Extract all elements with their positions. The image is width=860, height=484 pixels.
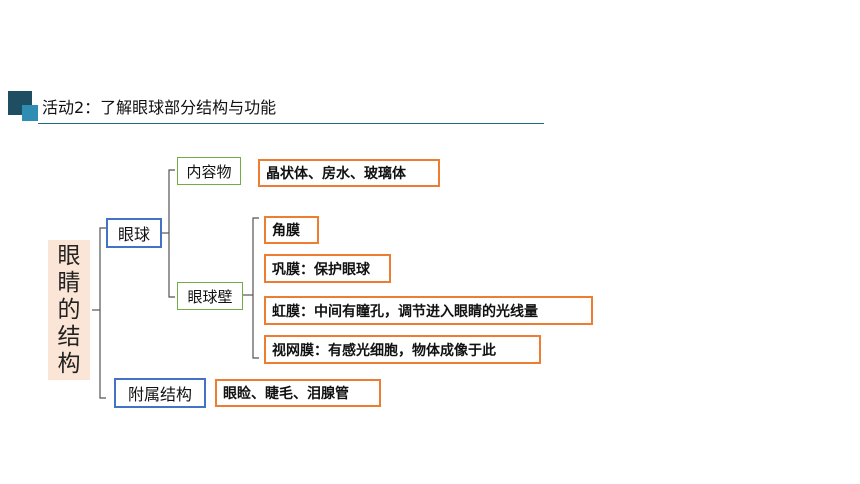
detail-iris-text: 虹膜：中间有瞳孔，调节进入眼睛的光线量 (272, 303, 538, 320)
node-accessory-structures: 附属结构 (114, 378, 206, 408)
detail-cornea-text: 角膜 (272, 223, 300, 239)
title-underline (38, 123, 544, 124)
detail-accessory-text: 眼睑、睫毛、泪腺管 (223, 386, 349, 402)
title-decoration-light (22, 105, 38, 121)
detail-cornea: 角膜 (264, 216, 319, 244)
slide-title: 活动2：了解眼球部分结构与功能 (42, 98, 277, 117)
root-label: 眼睛的结构 (57, 242, 81, 377)
detail-contents-text: 晶状体、房水、玻璃体 (266, 166, 406, 182)
node-eyeball-label: 眼球 (117, 225, 150, 244)
node-contents: 内容物 (177, 157, 241, 185)
node-eyeball: 眼球 (106, 218, 162, 248)
detail-iris: 虹膜：中间有瞳孔，调节进入眼睛的光线量 (264, 296, 593, 325)
root-node: 眼睛的结构 (48, 240, 90, 380)
node-wall-label: 眼球壁 (187, 287, 233, 306)
detail-sclera-text: 巩膜：保护眼球 (272, 261, 370, 278)
detail-retina: 视网膜：有感光细胞，物体成像于此 (264, 335, 541, 364)
node-accessory-label: 附属结构 (127, 385, 192, 404)
node-contents-label: 内容物 (186, 162, 232, 181)
detail-contents: 晶状体、房水、玻璃体 (258, 159, 440, 187)
detail-retina-text: 视网膜：有感光细胞，物体成像于此 (272, 342, 496, 359)
detail-sclera: 巩膜：保护眼球 (264, 254, 391, 283)
detail-accessory: 眼睑、睫毛、泪腺管 (215, 379, 381, 407)
node-eyeball-wall: 眼球壁 (177, 282, 243, 310)
